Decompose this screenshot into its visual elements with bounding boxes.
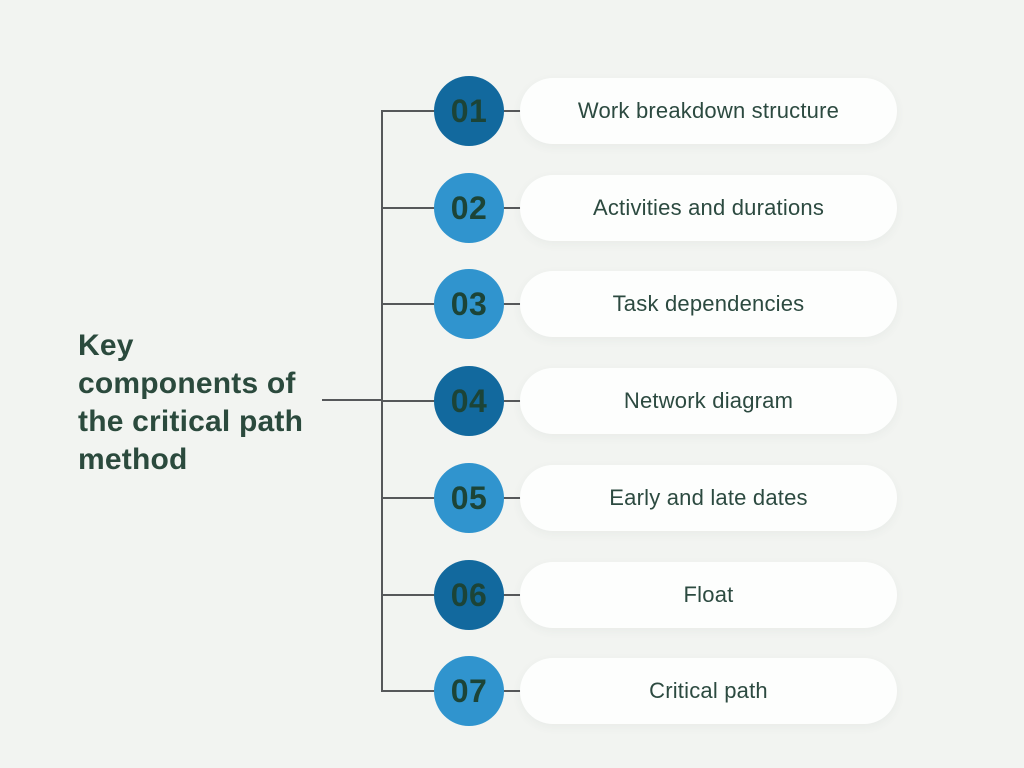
- page-title: Key components of the critical path meth…: [78, 329, 304, 476]
- component-pill: Float: [520, 562, 897, 628]
- component-pill: Work breakdown structure: [520, 78, 897, 144]
- component-label: Critical path: [649, 678, 768, 703]
- step-number-badge: 05: [434, 463, 504, 533]
- step-number: 06: [450, 576, 488, 613]
- component-label: Task dependencies: [612, 291, 805, 316]
- step-number: 02: [450, 189, 488, 226]
- component-label: Float: [683, 582, 734, 607]
- component-pill: Activities and durations: [520, 175, 897, 241]
- component-pill: Critical path: [520, 658, 897, 724]
- step-number-badge: 03: [434, 269, 504, 339]
- step-number: 04: [450, 382, 488, 419]
- component-label: Activities and durations: [592, 195, 825, 220]
- step-number-badge: 01: [434, 76, 504, 146]
- component-label: Network diagram: [623, 388, 794, 413]
- component-pill: Network diagram: [520, 368, 897, 434]
- step-number: 01: [450, 92, 488, 129]
- step-number: 03: [450, 285, 488, 322]
- step-number-badge: 06: [434, 560, 504, 630]
- step-number-badge: 04: [434, 366, 504, 436]
- component-pill: Task dependencies: [520, 271, 897, 337]
- step-number-badge: 02: [434, 173, 504, 243]
- title-connector-line: [322, 399, 382, 401]
- step-number: 05: [450, 479, 488, 516]
- component-pill: Early and late dates: [520, 465, 897, 531]
- step-number-badge: 07: [434, 656, 504, 726]
- step-number: 07: [450, 672, 488, 709]
- component-label: Work breakdown structure: [577, 98, 840, 123]
- component-label: Early and late dates: [609, 485, 808, 510]
